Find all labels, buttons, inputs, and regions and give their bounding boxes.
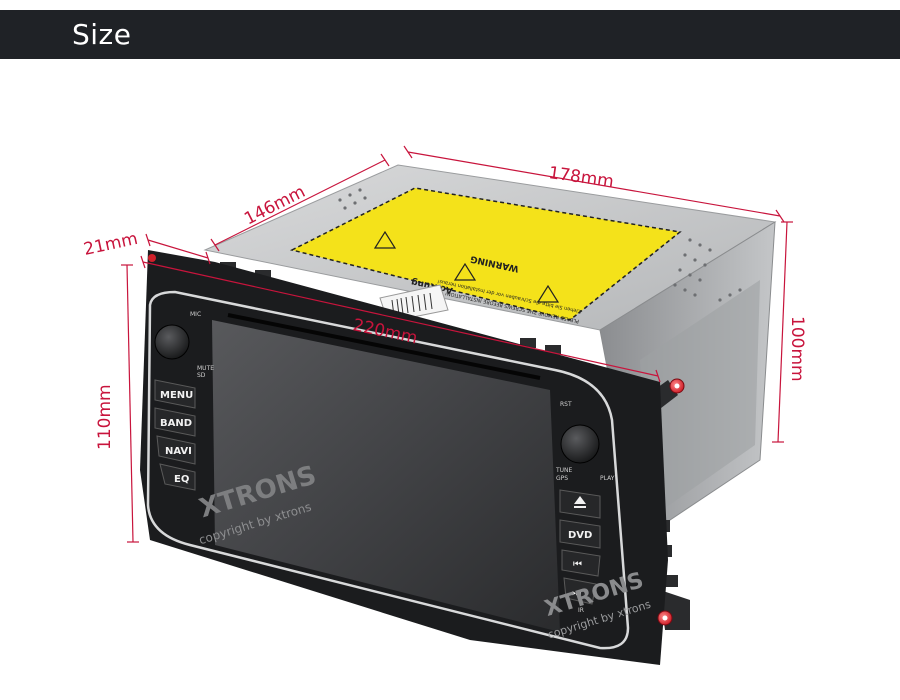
mounting-hole-icon [148, 254, 156, 262]
mounting-points [148, 254, 685, 626]
tune-knob[interactable] [560, 424, 600, 464]
side-height-dimension-label: 100mm [787, 316, 807, 382]
next-track-button[interactable]: ⏭ [563, 577, 597, 605]
previous-track-icon: ⏮ [573, 559, 582, 570]
front-height-dimension-label: 110mm [95, 384, 115, 450]
warning-triangle-icon [373, 230, 397, 249]
sd-label: SD [197, 372, 206, 379]
play-label: PLAY [600, 475, 615, 482]
right-control-panel: RST TUNE GPS PLAY DVD ⏮ ⏭ IR [555, 401, 615, 614]
vent-holes [338, 188, 742, 302]
next-track-icon: ⏭ [572, 588, 581, 599]
warning-sticker: WARNING Achtung PLEASE REMOVE THE SCREWS… [289, 187, 682, 324]
dvd-button[interactable]: DVD [559, 519, 601, 549]
previous-track-button[interactable]: ⏮ [561, 549, 601, 577]
section-header: Size [0, 10, 900, 59]
menu-button-label: MENU [160, 390, 193, 401]
dvd-button-label: DVD [568, 530, 592, 541]
gps-label: GPS [556, 475, 568, 482]
warning-triangle-icon [536, 284, 560, 303]
band-button[interactable]: BAND [154, 407, 196, 437]
disc-slot [227, 313, 541, 380]
section-title: Size [72, 18, 132, 51]
bezel-depth-dimension-label: 21mm [82, 229, 140, 260]
ir-label: IR [578, 607, 584, 614]
menu-button[interactable]: MENU [154, 379, 196, 409]
eject-icon [574, 496, 586, 504]
depth-dimension-label: 178mm [547, 163, 615, 192]
warning-triangle-icon [453, 262, 477, 281]
navi-button[interactable]: NAVI [156, 435, 196, 465]
mute-label: MUTE [197, 365, 214, 372]
mic-label: MIC [190, 311, 201, 318]
eq-button-label: EQ [174, 474, 189, 485]
dimension-lines [121, 145, 793, 543]
front-bezel [140, 250, 668, 665]
display-screen [212, 320, 560, 632]
eq-button[interactable]: EQ [159, 463, 196, 491]
volume-knob[interactable] [154, 324, 190, 360]
left-control-panel: MIC MUTE SD MENU BAND NAVI EQ [154, 311, 214, 491]
band-button-label: BAND [160, 418, 192, 429]
navi-button-label: NAVI [165, 446, 192, 457]
eject-button[interactable] [559, 489, 601, 519]
bezel-chrome-trim [146, 290, 630, 650]
rst-label: RST [560, 401, 572, 408]
tune-label: TUNE [555, 467, 573, 474]
